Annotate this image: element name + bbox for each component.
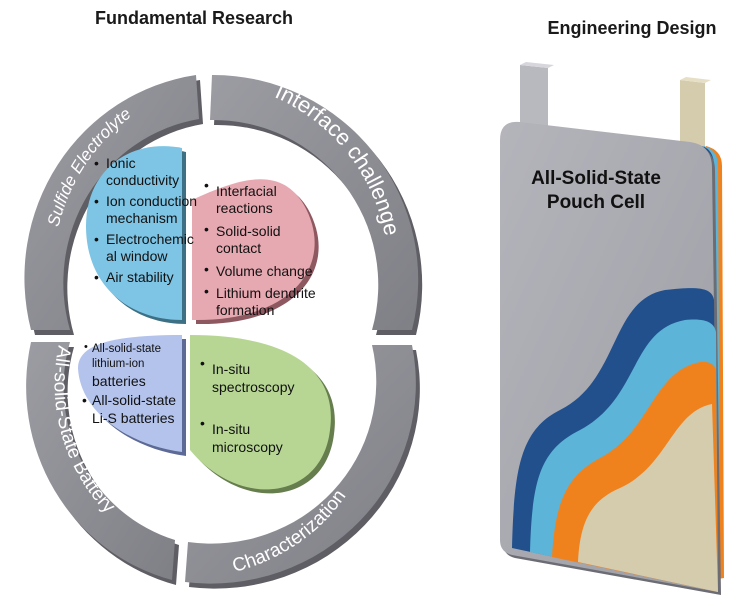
positive-tab (680, 80, 705, 150)
list-item: Air stability (106, 269, 174, 285)
header-fundamental-research: Fundamental Research (95, 8, 293, 28)
list-item: Electrochemic (106, 231, 194, 247)
list-item: All-solid-state (92, 392, 176, 408)
list-item: microscopy (212, 439, 283, 455)
bullet: • (204, 177, 209, 193)
list-item: reactions (216, 200, 273, 216)
list-item: Volume change (216, 263, 313, 279)
bullet: • (94, 269, 99, 285)
petal-characterization (190, 335, 335, 494)
list-item: spectroscopy (212, 379, 294, 395)
list-interface-challenge: • Interfacial reactions • Solid-solid co… (204, 177, 316, 318)
list-item: Lithium dendrite (216, 285, 316, 301)
list-item: In-situ (212, 361, 250, 377)
list-item: al window (106, 248, 168, 264)
bullet: • (200, 415, 205, 431)
ring-segment-bottom-left (26, 342, 179, 585)
cell-title-line-1: All-Solid-State (531, 168, 661, 189)
bullet: • (94, 231, 99, 247)
petal-all-solid-state-battery (78, 335, 186, 456)
ring-segment-top-right (210, 74, 423, 335)
bullet: • (94, 155, 99, 171)
list-all-solid-state-battery: • All-solid-state lithium-ion batteries … (82, 341, 176, 426)
list-item: Ion conduction (106, 193, 197, 209)
bullet: • (204, 283, 209, 299)
layer-khaki (578, 404, 718, 592)
list-item: formation (216, 302, 274, 318)
list-item: Li-S batteries (92, 410, 174, 426)
list-item: lithium-ion (92, 358, 144, 370)
bullet: • (200, 355, 205, 371)
negative-tab (520, 65, 548, 130)
list-item: Interfacial (216, 183, 277, 199)
list-sulfide-electrolyte: • Ionic conductivity • Ion conduction me… (94, 155, 197, 285)
list-item: In-situ (212, 421, 250, 437)
petal-interface-challenge (192, 179, 319, 325)
ring-segment-bottom-right (185, 345, 420, 589)
cell-title-line-2: Pouch Cell (547, 192, 645, 213)
pouch-cell: All-Solid-State Pouch Cell (500, 62, 724, 596)
list-item: contact (216, 240, 261, 256)
list-item: batteries (92, 373, 146, 389)
bullet: • (204, 221, 209, 237)
list-item: Solid-solid (216, 223, 281, 239)
bullet: • (204, 261, 209, 277)
list-item: All-solid-state (92, 343, 161, 355)
negative-tab-top (520, 62, 554, 68)
petal-sulfide-electrolyte (86, 146, 186, 324)
header-engineering-design: Engineering Design (547, 18, 716, 38)
list-item: Ionic (106, 155, 136, 171)
list-item: conductivity (106, 172, 179, 188)
bullet: • (82, 392, 87, 408)
research-wheel: Sulfide Electrolyte Interface challenge … (24, 74, 423, 589)
bullet: • (94, 193, 99, 209)
ring-segment-top-left (24, 75, 204, 335)
bullet: • (84, 341, 88, 353)
positive-tab-top (680, 77, 711, 83)
list-item: mechanism (106, 210, 178, 226)
list-characterization: • In-situ spectroscopy • In-situ microsc… (200, 355, 294, 455)
